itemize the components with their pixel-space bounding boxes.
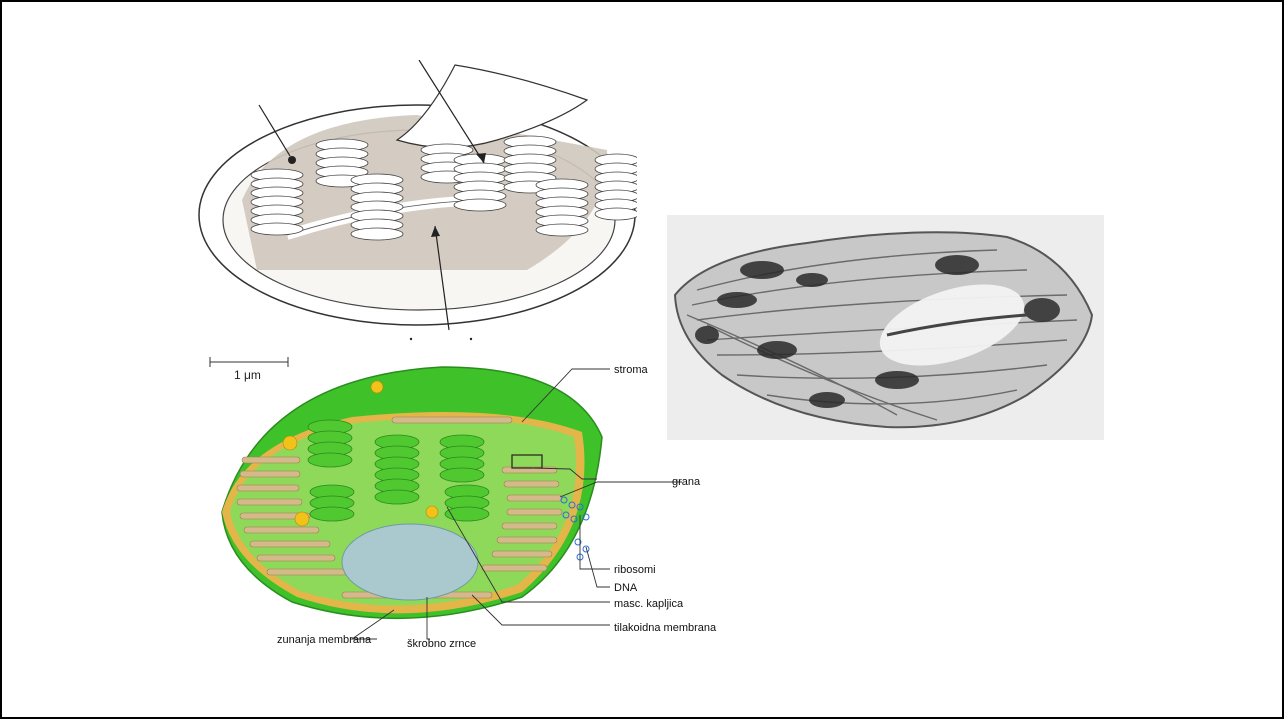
label-tilakoidna-membrana: tilakoidna membrana <box>614 622 717 634</box>
chloroplast-line-diagram <box>197 60 637 360</box>
chloroplast-3d-diagram: 1 μm <box>202 347 732 657</box>
label-grana: grana <box>672 476 701 488</box>
label-zunanja-membrana: zunanja membrana <box>277 634 372 646</box>
scale-bar-label: 1 μm <box>234 368 261 382</box>
label-dna: DNA <box>614 582 638 594</box>
label-skrobno-zrnce: škrobno zrnce <box>407 638 476 650</box>
label-ribosomi: ribosomi <box>614 564 656 576</box>
label-stroma: stroma <box>614 364 649 376</box>
label-masc-kapljica: masc. kapljica <box>614 598 684 610</box>
chloroplast-electron-micrograph <box>667 215 1104 440</box>
scale-bar: 1 μm <box>210 357 288 382</box>
